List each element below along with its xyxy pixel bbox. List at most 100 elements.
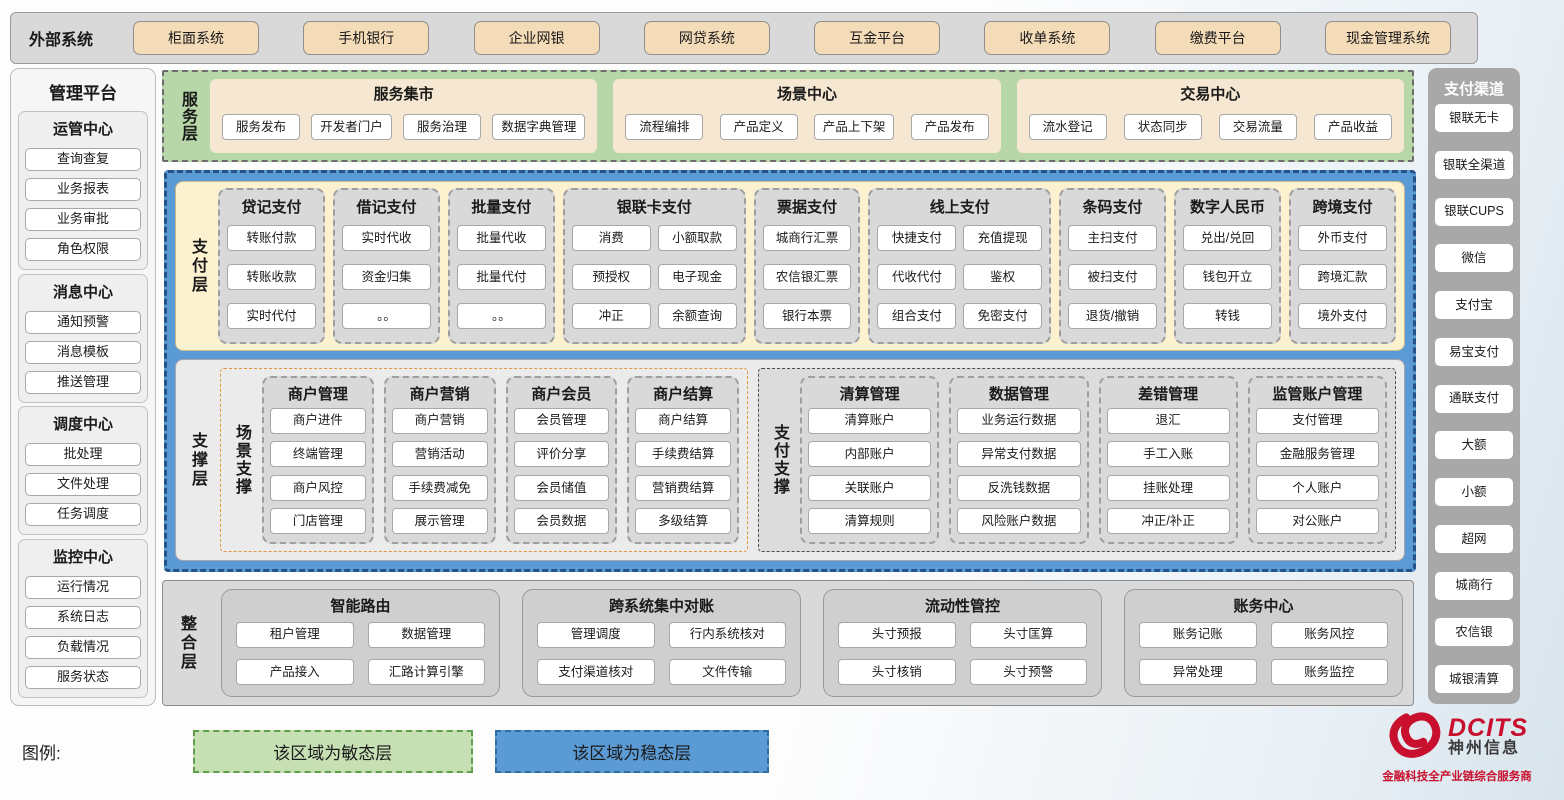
payment-item-button[interactable]: 预授权	[571, 264, 651, 290]
external-system-button[interactable]: 企业网银	[473, 21, 600, 55]
payment-item-button[interactable]: 实时代收	[341, 225, 431, 251]
service-item-button[interactable]: 流水登记	[1028, 114, 1107, 140]
support-item-button[interactable]: 门店管理	[270, 508, 366, 535]
integration-item-button[interactable]: 行内系统核对	[668, 621, 786, 648]
payment-item-button[interactable]: 资金归集	[341, 264, 431, 290]
management-item-button[interactable]: 服务状态	[25, 665, 141, 689]
payment-item-button[interactable]: 钱包开立	[1183, 264, 1272, 290]
management-item-button[interactable]: 运行情况	[25, 575, 141, 599]
integration-item-button[interactable]: 账务风控	[1270, 621, 1388, 648]
service-item-button[interactable]: 开发者门户	[311, 114, 392, 140]
channel-button[interactable]: 银联CUPS	[1434, 196, 1514, 227]
management-item-button[interactable]: 角色权限	[25, 238, 141, 261]
support-item-button[interactable]: 终端管理	[270, 441, 366, 468]
support-item-button[interactable]: 手工入账	[1106, 441, 1230, 468]
management-item-button[interactable]: 批处理	[25, 443, 141, 467]
channel-button[interactable]: 银联全渠道	[1434, 149, 1514, 180]
management-item-button[interactable]: 查询查复	[25, 148, 141, 171]
integration-item-button[interactable]: 头寸预报	[838, 621, 956, 648]
support-item-button[interactable]: 会员数据	[513, 508, 610, 535]
integration-item-button[interactable]: 支付渠道核对	[537, 659, 655, 686]
payment-item-button[interactable]: 城商行汇票	[762, 225, 852, 251]
external-system-button[interactable]: 柜面系统	[133, 21, 259, 55]
payment-item-button[interactable]: 小额取款	[657, 225, 737, 251]
service-item-button[interactable]: 状态同步	[1123, 114, 1202, 140]
support-item-button[interactable]: 异常支付数据	[957, 441, 1081, 468]
integration-item-button[interactable]: 头寸匡算	[969, 621, 1087, 648]
channel-button[interactable]: 微信	[1434, 243, 1514, 274]
support-item-button[interactable]: 反洗钱数据	[957, 474, 1081, 501]
service-item-button[interactable]: 产品定义	[719, 114, 798, 140]
integration-item-button[interactable]: 文件传输	[668, 659, 786, 686]
external-system-button[interactable]: 缴费平台	[1154, 21, 1281, 55]
support-item-button[interactable]: 风险账户数据	[957, 508, 1081, 535]
payment-item-button[interactable]: 退货/撤销	[1068, 303, 1158, 329]
payment-item-button[interactable]: 免密支付	[963, 303, 1043, 329]
support-item-button[interactable]: 商户结算	[635, 407, 731, 434]
management-item-button[interactable]: 业务报表	[25, 178, 141, 201]
management-item-button[interactable]: 通知预警	[25, 310, 141, 334]
service-item-button[interactable]: 流程编排	[625, 114, 704, 140]
payment-item-button[interactable]: 实时代付	[227, 303, 316, 329]
external-system-button[interactable]: 手机银行	[303, 21, 430, 55]
integration-item-button[interactable]: 产品接入	[236, 659, 354, 686]
payment-item-button[interactable]: 兑出/兑回	[1183, 225, 1272, 251]
support-item-button[interactable]: 营销费结算	[635, 474, 731, 501]
external-system-button[interactable]: 互金平台	[814, 21, 941, 55]
integration-item-button[interactable]: 头寸预警	[969, 659, 1087, 686]
integration-item-button[interactable]: 租户管理	[236, 621, 354, 648]
channel-button[interactable]: 支付宝	[1434, 290, 1514, 320]
channel-button[interactable]: 银联无卡	[1434, 103, 1514, 133]
integration-item-button[interactable]: 数据管理	[367, 621, 485, 648]
support-item-button[interactable]: 内部账户	[808, 441, 932, 468]
integration-item-button[interactable]: 头寸核销	[838, 659, 956, 686]
integration-item-button[interactable]: 汇路计算引擎	[367, 659, 485, 686]
payment-item-button[interactable]: 转钱	[1183, 303, 1272, 329]
channel-button[interactable]: 大额	[1434, 430, 1514, 461]
payment-item-button[interactable]: 冲正	[571, 303, 651, 329]
integration-item-button[interactable]: 账务记账	[1139, 621, 1257, 648]
payment-item-button[interactable]: 电子现金	[657, 264, 737, 290]
management-item-button[interactable]: 业务审批	[25, 208, 141, 231]
support-item-button[interactable]: 营销活动	[391, 441, 488, 468]
management-item-button[interactable]: 文件处理	[25, 473, 141, 497]
integration-item-button[interactable]: 账务监控	[1270, 659, 1388, 686]
external-system-button[interactable]: 收单系统	[984, 21, 1111, 55]
integration-item-button[interactable]: 异常处理	[1139, 659, 1257, 686]
payment-item-button[interactable]: 快捷支付	[877, 225, 957, 251]
support-item-button[interactable]: 多级结算	[635, 508, 731, 535]
support-item-button[interactable]: 金融服务管理	[1255, 441, 1379, 468]
support-item-button[interactable]: 商户营销	[391, 407, 488, 434]
payment-item-button[interactable]: 外币支付	[1298, 225, 1387, 251]
management-item-button[interactable]: 推送管理	[25, 370, 141, 394]
payment-item-button[interactable]: 鉴权	[963, 264, 1043, 290]
payment-item-button[interactable]: 消费	[571, 225, 651, 251]
channel-button[interactable]: 农信银	[1434, 617, 1514, 648]
payment-item-button[interactable]: 充值提现	[963, 225, 1043, 251]
external-system-button[interactable]: 网贷系统	[643, 21, 770, 55]
support-item-button[interactable]: 冲正/补正	[1106, 508, 1230, 535]
support-item-button[interactable]: 手续费减免	[391, 474, 488, 501]
channel-button[interactable]: 城银清算	[1434, 664, 1514, 694]
support-item-button[interactable]: 关联账户	[808, 474, 932, 501]
support-item-button[interactable]: 个人账户	[1255, 474, 1379, 501]
service-item-button[interactable]: 服务发布	[222, 114, 300, 140]
service-item-button[interactable]: 产品上下架	[813, 114, 895, 140]
payment-item-button[interactable]: 余额查询	[657, 303, 737, 329]
service-item-button[interactable]: 产品发布	[910, 114, 989, 140]
support-item-button[interactable]: 评价分享	[513, 441, 610, 468]
payment-item-button[interactable]: 转账收款	[227, 264, 316, 290]
support-item-button[interactable]: 挂账处理	[1106, 474, 1230, 501]
support-item-button[interactable]: 清算账户	[808, 407, 932, 434]
integration-item-button[interactable]: 管理调度	[537, 621, 655, 648]
service-item-button[interactable]: 交易流量	[1218, 114, 1297, 140]
support-item-button[interactable]: 业务运行数据	[957, 407, 1081, 434]
support-item-button[interactable]: 商户进件	[270, 407, 366, 434]
channel-button[interactable]: 易宝支付	[1434, 336, 1514, 367]
channel-button[interactable]: 通联支付	[1434, 383, 1514, 414]
support-item-button[interactable]: 商户风控	[270, 474, 366, 501]
channel-button[interactable]: 超网	[1434, 523, 1514, 554]
management-item-button[interactable]: 系统日志	[25, 605, 141, 629]
payment-item-button[interactable]: 主扫支付	[1068, 225, 1158, 251]
payment-item-button[interactable]: 。。	[341, 303, 431, 329]
